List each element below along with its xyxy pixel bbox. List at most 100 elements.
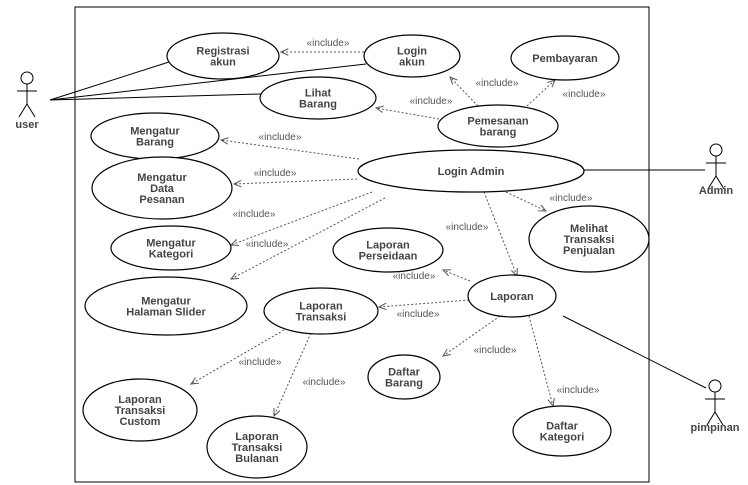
- use-case-label: Perseidaan: [359, 251, 418, 263]
- use-case-label: Data: [150, 183, 175, 195]
- include-login-admin-to-mengatur-barang-label: «include»: [259, 132, 302, 143]
- actor-left-leg: [707, 175, 717, 190]
- use-case-ellipse: [332, 227, 444, 273]
- use-case-ellipse: [166, 32, 280, 80]
- use-case-label: Laporan: [299, 301, 343, 313]
- use-case-label: Mengatur: [146, 238, 196, 250]
- actor-label: user: [15, 119, 39, 131]
- include-laporan-to-daftar-barang-label: «include»: [474, 345, 517, 356]
- use-case-label: Melihat: [570, 223, 608, 235]
- use-case-label: Barang: [385, 378, 423, 390]
- association-user-lihat-barang: [49, 93, 262, 101]
- actor-label: pimpinan: [691, 422, 740, 434]
- include-laporan-transaksi-to-laporan-bulanan-label: «include»: [303, 377, 346, 388]
- use-case-label: Kategori: [540, 432, 585, 444]
- include-login-admin-to-mengatur-kategori-line: [230, 191, 373, 246]
- use-case-label: Barang: [136, 137, 174, 149]
- include-laporan-to-laporan-transaksi-label: «include»: [397, 309, 440, 320]
- include-pemesanan-to-lihat-barang-label: «include»: [410, 96, 453, 107]
- use-case-ellipse: [110, 225, 232, 271]
- actor-left-leg: [706, 411, 716, 426]
- use-case-label: Barang: [299, 99, 337, 111]
- use-case-label: Halaman Slider: [126, 307, 206, 319]
- use-case-label: Penjualan: [563, 245, 615, 257]
- actor-pimpinan: pimpinan: [691, 379, 740, 434]
- use-case-ellipse: [91, 156, 233, 220]
- include-laporan-to-daftar-barang-arrowhead: [441, 348, 451, 357]
- actor-right-leg: [714, 411, 724, 426]
- include-laporan-transaksi-to-laporan-bulanan-line: [273, 332, 312, 417]
- use-case-label: Bulanan: [235, 453, 279, 465]
- include-pemesanan-to-pembayaran-label: «include»: [563, 89, 606, 100]
- include-pemesanan-to-login-line: [449, 76, 479, 107]
- include-login-admin-to-mengatur-barang-line: [220, 139, 360, 160]
- include-laporan-transaksi-to-laporan-bulanan-arrowhead: [273, 407, 281, 418]
- use-case-label: Login: [397, 46, 427, 58]
- use-case-label: Mengatur: [130, 126, 180, 138]
- include-laporan-to-laporan-transaksi-arrowhead: [377, 302, 387, 311]
- include-login-admin-to-laporan-label: «include»: [446, 222, 489, 233]
- include-login-admin-to-mengatur-pesanan-arrowhead: [232, 179, 242, 188]
- include-login-admin-to-mengatur-pesanan-label: «include»: [254, 168, 297, 179]
- use-case-label: Pembayaran: [532, 53, 598, 65]
- use-case-ellipse: [259, 76, 377, 120]
- use-case-ellipse: [467, 274, 557, 318]
- use-case-ellipse: [528, 205, 650, 273]
- include-login-admin-to-mengatur-slider-arrowhead: [229, 272, 240, 280]
- use-case-label: Custom: [120, 416, 161, 428]
- use-case-login-admin[interactable]: Login Admin: [357, 149, 585, 193]
- include-laporan-transaksi-to-laporan-custom-label: «include»: [239, 357, 282, 368]
- use-case-label: Mengatur: [141, 296, 191, 308]
- actor-label: Admin: [699, 185, 734, 197]
- actor-right-leg: [715, 175, 725, 190]
- use-case-pembayaran[interactable]: Pembayaran: [510, 35, 620, 81]
- include-login-admin-to-melihat-transaksi-arrowhead: [537, 204, 548, 212]
- use-case-ellipse: [367, 354, 441, 400]
- use-case-ellipse: [263, 287, 379, 335]
- use-case-ellipse: [510, 35, 620, 81]
- use-case-ellipse: [82, 378, 198, 442]
- include-pemesanan-to-login-label: «include»: [476, 78, 519, 89]
- use-case-label: Registrasi: [196, 46, 249, 58]
- include-laporan-to-daftar-kategori-label: «include»: [557, 385, 600, 396]
- use-case-label: Laporan: [490, 291, 534, 303]
- include-laporan-to-laporan-persediaan-label: «include»: [393, 271, 436, 282]
- association-user-registrasi: [49, 61, 170, 101]
- use-case-label: Transaksi: [115, 405, 166, 417]
- include-login-admin-to-mengatur-pesanan-line: [233, 178, 358, 185]
- actor-head-icon: [20, 71, 34, 85]
- use-case-label: akun: [399, 57, 425, 69]
- use-case-label: akun: [210, 57, 236, 69]
- use-case-label: Transaksi: [232, 442, 283, 454]
- actor-head-icon: [708, 379, 722, 393]
- include-pemesanan-to-lihat-barang-arrowhead: [374, 105, 384, 113]
- actor-admin: Admin: [699, 143, 734, 197]
- use-case-label: barang: [480, 127, 517, 139]
- use-case-ellipse: [512, 405, 612, 457]
- include-login-admin-to-mengatur-slider-label: «include»: [233, 209, 276, 220]
- include-pemesanan-to-lihat-barang-line: [375, 107, 440, 120]
- include-login-admin-to-mengatur-kategori-label: «include»: [246, 239, 289, 250]
- include-login-to-registrasi-arrowhead: [279, 48, 289, 56]
- use-case-label: Transaksi: [296, 312, 347, 324]
- use-case-laporan[interactable]: Laporan: [467, 274, 557, 318]
- use-case-label: Daftar: [388, 367, 421, 379]
- association-user-login: [49, 63, 367, 101]
- actor-right-leg: [26, 103, 36, 118]
- include-laporan-to-daftar-kategori-line: [528, 315, 554, 407]
